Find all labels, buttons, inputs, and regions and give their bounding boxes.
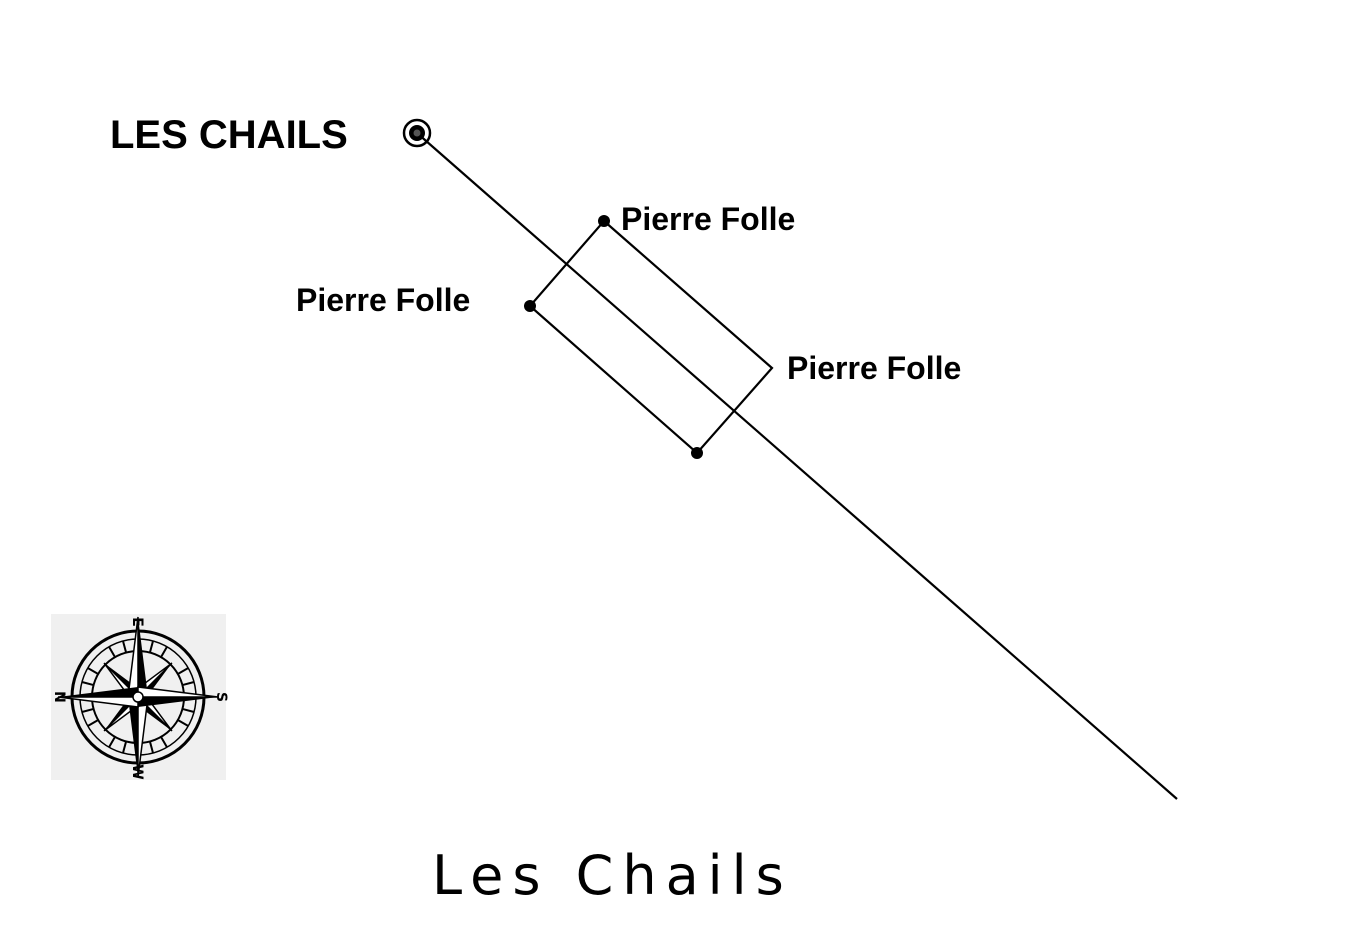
compass-letter-south: S — [213, 692, 229, 702]
diagram-title: Les Chails — [432, 844, 793, 907]
stone-label-top: Pierre Folle — [621, 201, 795, 237]
compass-letter-west: W — [129, 764, 145, 779]
alignment-line — [416, 132, 1178, 800]
stone-label-right: Pierre Folle — [787, 350, 961, 386]
site-marker-icon — [402, 118, 432, 148]
compass-rose-icon: E N S W — [51, 614, 229, 780]
compass-letter-north: N — [51, 691, 67, 703]
site-label: LES CHAILS — [110, 113, 348, 157]
compass-letter-east: E — [129, 617, 145, 627]
stone-marker-left — [524, 300, 536, 312]
stone-marker-top — [598, 215, 610, 227]
stone-marker-bottom — [691, 447, 703, 459]
stone-label-left: Pierre Folle — [296, 282, 470, 318]
